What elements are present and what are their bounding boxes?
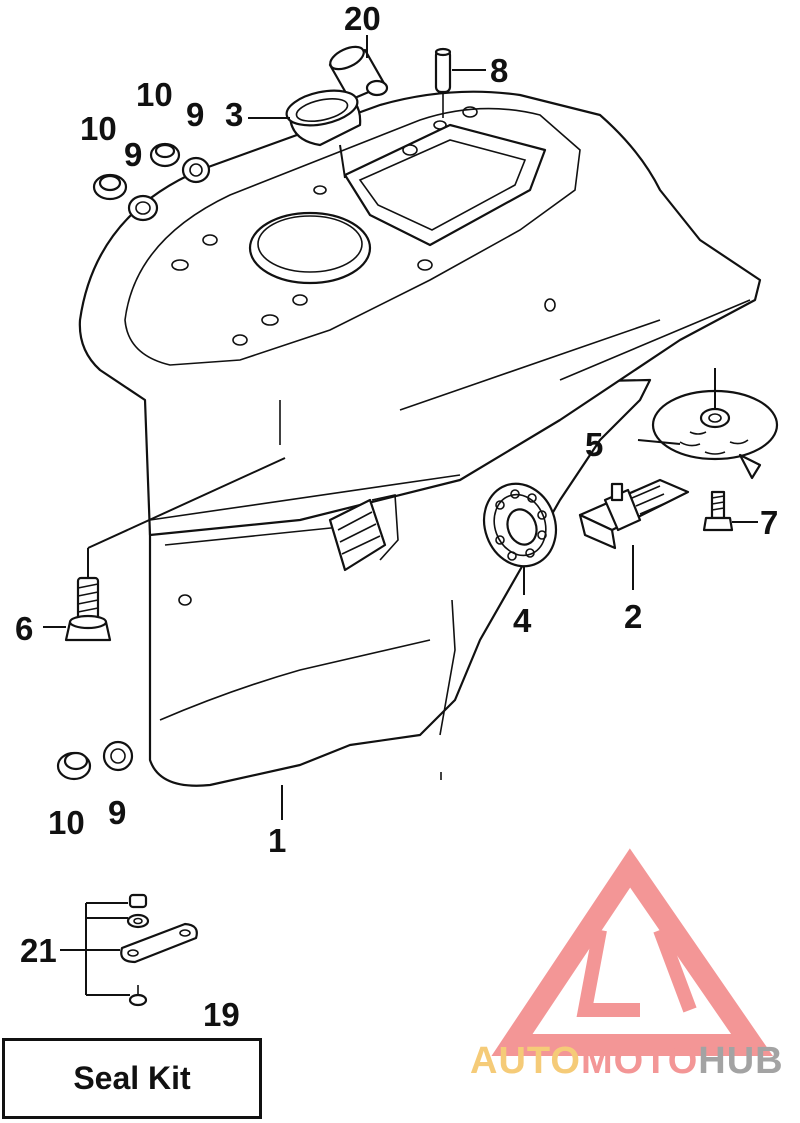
callout-6: 6 — [15, 610, 33, 647]
callout-3: 3 — [225, 96, 243, 133]
logo-text-auto: AUTO — [470, 1040, 581, 1082]
callout-10-upper-right: 10 — [136, 76, 173, 113]
part-8-dowel-pin — [434, 47, 486, 118]
logo-text-moto: MOTO — [581, 1040, 698, 1082]
callout-4: 4 — [513, 602, 532, 639]
callout-9-lower: 9 — [108, 794, 126, 831]
callout-10-upper-left: 10 — [80, 110, 117, 147]
logo-text-hub: HUB — [698, 1040, 783, 1082]
part-5-anode — [637, 368, 779, 480]
automotohub-logo: AUTOMOTOHUB — [470, 848, 784, 1082]
callout-19: 19 — [203, 996, 240, 1033]
part-3-needle-bearing — [248, 89, 362, 179]
seal-kit-box: Seal Kit — [2, 1038, 262, 1119]
callout-5: 5 — [585, 426, 603, 463]
upper-seals-and-nuts — [92, 142, 211, 222]
part-20-plug — [328, 35, 389, 102]
callout-2: 2 — [624, 598, 642, 635]
seal-kit-label: Seal Kit — [73, 1060, 191, 1096]
svg-text:AUTOMOTOHUB: AUTOMOTOHUB — [470, 1040, 784, 1082]
callout-8: 8 — [490, 52, 508, 89]
part-21-kit — [60, 893, 198, 1007]
callout-9-upper-right: 9 — [186, 96, 204, 133]
part-2-intake-screen — [578, 478, 690, 590]
lower-seal-and-nut — [56, 740, 134, 781]
callout-10-lower: 10 — [48, 804, 85, 841]
callout-21: 21 — [20, 932, 57, 969]
callout-labels: 20 8 3 10 9 10 9 5 7 6 4 2 10 9 1 21 19 — [15, 0, 778, 1033]
callout-20: 20 — [344, 0, 381, 37]
callout-7: 7 — [760, 504, 778, 541]
part-6-bolt — [43, 457, 286, 642]
part-7-screw — [702, 490, 758, 532]
gearcase-housing — [78, 90, 762, 787]
callout-9-upper-left: 9 — [124, 136, 142, 173]
callout-1: 1 — [268, 822, 286, 859]
part-4-ball-bearing — [483, 482, 557, 595]
